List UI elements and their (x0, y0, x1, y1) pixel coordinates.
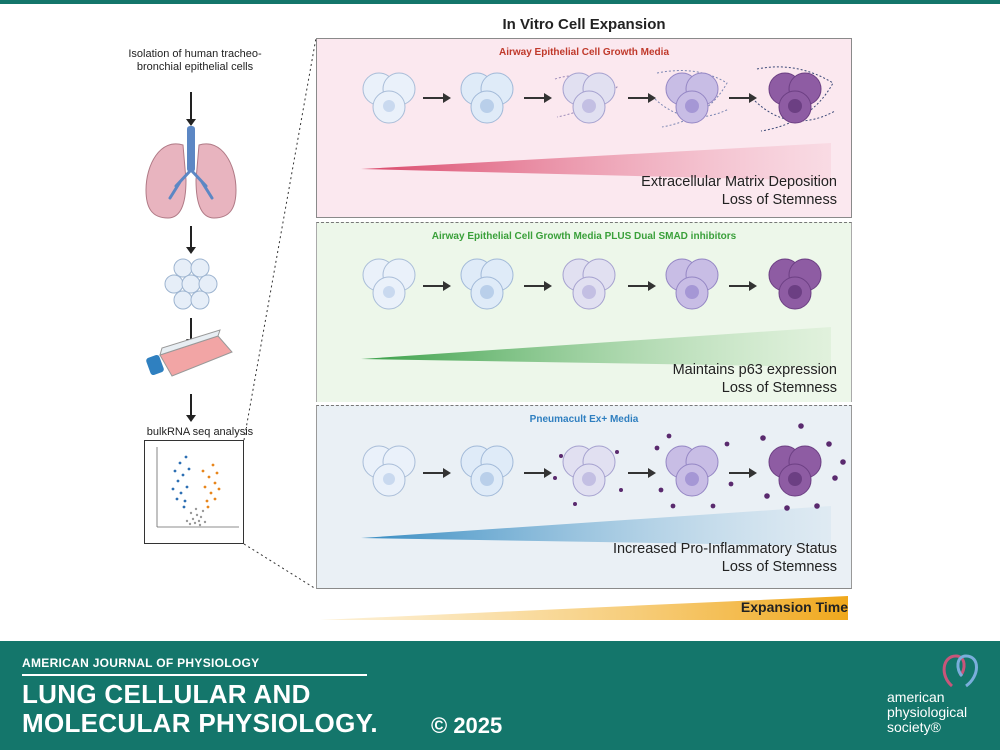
cell-progression-illustration (361, 423, 846, 546)
gradient-wedge (361, 506, 831, 546)
description-line: Loss of Stemness (721, 192, 837, 208)
cell-stage-5 (754, 66, 836, 132)
description-line: Loss of Stemness (721, 380, 837, 396)
cell-stage-2 (460, 258, 514, 310)
gradient-wedge (361, 143, 831, 181)
description-line: Loss of Stemness (721, 559, 837, 575)
cell-stage-5 (768, 258, 822, 310)
journal-title-line1: LUNG CELLULAR AND (22, 679, 311, 709)
panel-description: Maintains p63 expression Loss of Stemnes… (673, 361, 837, 397)
lungs-icon (145, 126, 237, 219)
diagram-title: In Vitro Cell Expansion (502, 16, 666, 33)
cell-stage-1 (362, 445, 416, 497)
workflow-illustrations (145, 126, 237, 377)
cell-stage-2 (460, 72, 514, 124)
footer-divider (22, 674, 367, 676)
description-line: Maintains p63 expression (672, 362, 837, 378)
volcano-plot-thumbnail (144, 440, 244, 544)
panel-description: Extracellular Matrix Deposition Loss of … (641, 173, 837, 209)
cytokine-dots (553, 423, 846, 511)
arrow-down-icon (186, 226, 196, 254)
cell-progression-illustration (361, 258, 831, 367)
publisher-line: society® (887, 719, 941, 735)
cell-stage-3 (562, 258, 616, 310)
arrow-right-icon (423, 281, 757, 291)
publisher-line: american (887, 689, 945, 705)
gradient-wedge (361, 327, 831, 367)
volcano-plot-icon (156, 447, 239, 528)
panel-title: Airway Epithelial Cell Growth Media (498, 47, 670, 58)
cell-stage-5 (768, 445, 822, 497)
cell-stage-4 (665, 445, 719, 497)
cell-stage-1 (362, 258, 416, 310)
panel-dual-smad: Airway Epithelial Cell Growth Media PLUS… (316, 222, 852, 402)
cell-stage-3 (554, 72, 618, 124)
panel-description: Increased Pro-Inflammatory Status Loss o… (613, 540, 837, 576)
publisher-line: physiological (887, 704, 968, 720)
panel-title: Pneumacult Ex+ Media (529, 414, 639, 425)
description-line: Extracellular Matrix Deposition (641, 174, 837, 190)
cell-cluster-icon (164, 258, 218, 310)
panel-pneumacult: Pneumacult Ex+ Media (316, 405, 852, 589)
arrow-right-icon (423, 93, 757, 103)
panel-title: Airway Epithelial Cell Growth Media PLUS… (431, 231, 737, 242)
arrow-down-icon (186, 394, 196, 422)
cell-stage-4 (654, 70, 730, 128)
aps-logo-icon (942, 654, 978, 688)
isolation-step-label: Isolation of human tracheo-bronchial epi… (128, 48, 262, 73)
cell-stage-3 (562, 445, 616, 497)
journal-title-line2: MOLECULAR PHYSIOLOGY. (22, 708, 378, 738)
publisher-name: american physiological society® (887, 690, 997, 735)
panel-growth-media: Airway Epithelial Cell Growth Media (316, 38, 852, 218)
top-accent-bar (0, 0, 1000, 4)
culture-flask-icon (146, 329, 233, 377)
expansion-time-wedge (320, 596, 848, 620)
cell-stage-1 (362, 72, 416, 124)
journal-series: AMERICAN JOURNAL OF PHYSIOLOGY (22, 656, 260, 670)
cell-stage-4 (665, 258, 719, 310)
arrow-right-icon (423, 468, 757, 478)
arrow-down-icon (186, 92, 196, 126)
cell-stage-2 (460, 445, 514, 497)
copyright: © 2025 (431, 713, 503, 738)
expansion-time-label: Expansion Time (740, 599, 848, 615)
journal-footer: AMERICAN JOURNAL OF PHYSIOLOGY LUNG CELL… (0, 641, 1000, 750)
description-line: Increased Pro-Inflammatory Status (612, 541, 837, 557)
cell-progression-illustration (361, 66, 836, 181)
bulk-rna-seq-label: bulkRNA seq analysis (146, 426, 254, 438)
